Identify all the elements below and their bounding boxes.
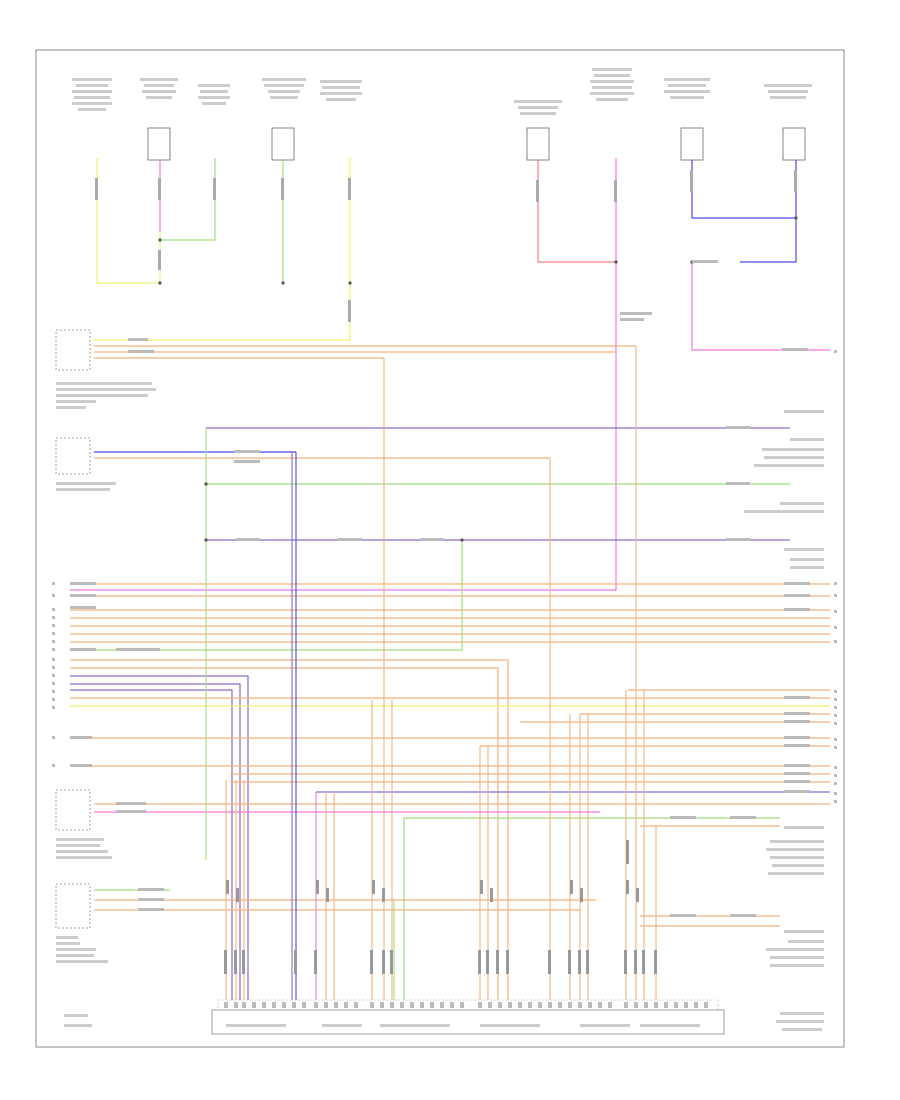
bottom-connector bbox=[211, 999, 725, 1035]
wire-tags bbox=[70, 260, 810, 917]
vertical-wire-tags bbox=[95, 170, 797, 322]
right-label-blocks bbox=[744, 410, 824, 1031]
left-module-label-blocks bbox=[56, 382, 156, 1027]
connector-tags bbox=[224, 840, 657, 974]
bus-lines-upper bbox=[94, 345, 790, 541]
splice-points bbox=[158, 216, 798, 542]
sensor-label-blocks bbox=[72, 68, 812, 115]
right-pin-marks bbox=[834, 350, 837, 803]
top-wires bbox=[70, 158, 830, 591]
top-left-sensors bbox=[147, 127, 806, 161]
diagram-border bbox=[35, 49, 845, 1048]
vertical-drops bbox=[205, 346, 657, 1000]
connector-pins bbox=[224, 1002, 708, 1008]
left-modules bbox=[55, 329, 91, 929]
harness-rows bbox=[70, 540, 830, 1000]
left-pin-marks bbox=[52, 582, 55, 767]
